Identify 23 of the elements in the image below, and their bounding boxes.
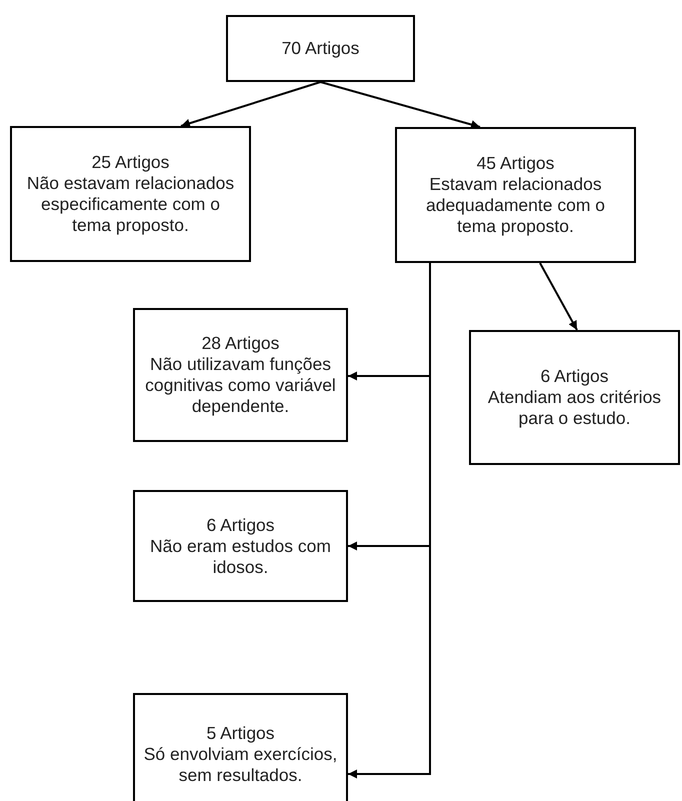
process-box xyxy=(226,15,415,82)
process-box xyxy=(133,693,348,801)
arrow xyxy=(180,81,321,128)
box-text: Não utilizavam funções cognitivas como variável dependente. xyxy=(144,354,337,417)
arrow xyxy=(539,262,578,330)
process-box xyxy=(133,490,348,602)
box-text: Não estavam relacionados especificamente com o tema proposto. xyxy=(26,173,236,236)
process-box xyxy=(395,127,636,263)
box-text: Estavam relacionados adequadamente com o tema proposto. xyxy=(424,174,606,237)
box-heading: 6 Artigos xyxy=(540,366,609,387)
box-heading: 28 Artigos xyxy=(202,333,280,354)
box-text: Não eram estudos com idosos. xyxy=(149,536,332,578)
box-heading: 70 Artigos xyxy=(282,38,360,59)
box-heading: 45 Artigos xyxy=(476,153,554,174)
process-box xyxy=(469,330,680,465)
box-heading: 5 Artigos xyxy=(206,722,275,744)
arrow xyxy=(320,81,480,129)
box-text: Só envolviam exercícios, sem resultados. xyxy=(143,744,338,786)
box-text: Atendiam aos critérios para o estudo. xyxy=(486,387,662,429)
box-heading: 6 Artigos xyxy=(206,514,275,536)
process-box xyxy=(10,126,251,262)
process-box xyxy=(133,308,348,442)
box-heading: 25 Artigos xyxy=(92,152,170,173)
